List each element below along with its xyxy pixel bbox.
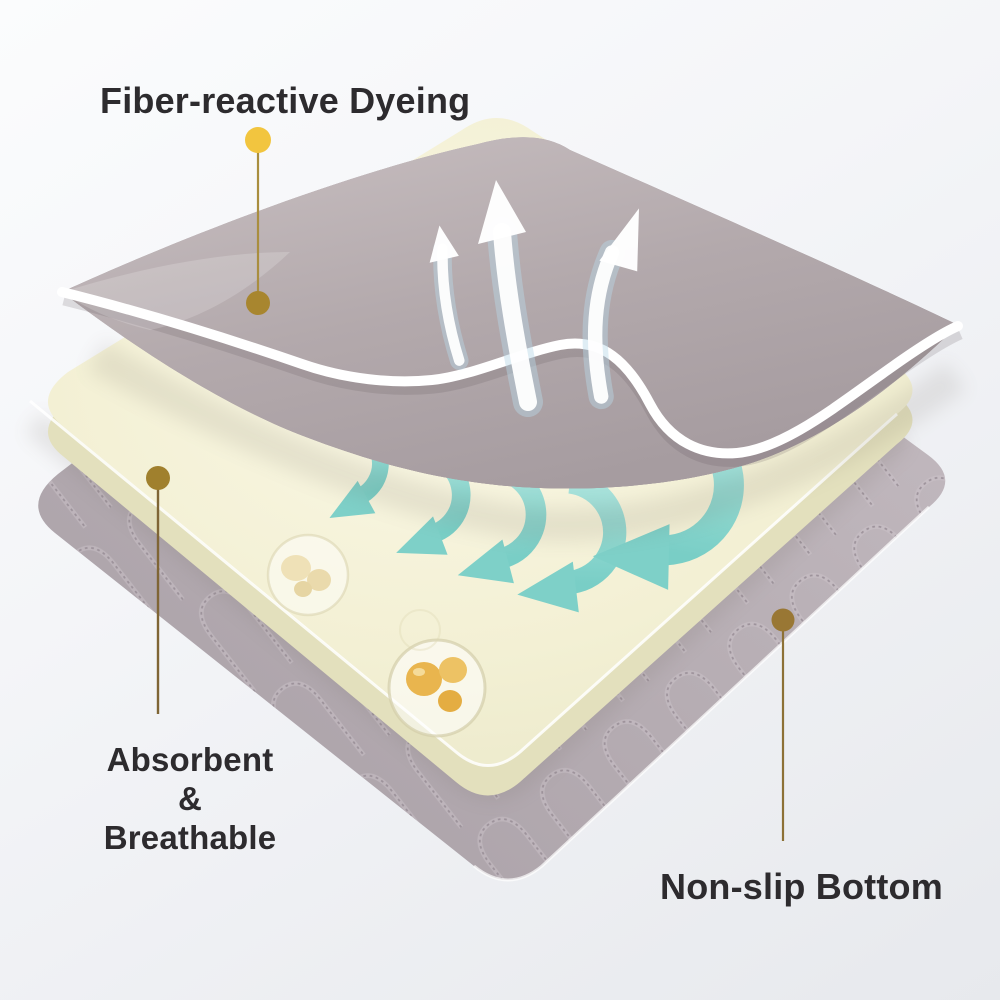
callout-anchor-dot <box>246 291 270 315</box>
label-absorbent-line3: Breathable <box>103 819 277 856</box>
label-absorbent-breathable: Absorbent & Breathable <box>55 740 325 857</box>
water-droplet-beads-icon <box>387 638 487 738</box>
callout-pin-dot <box>245 127 271 153</box>
up-arrow-icon <box>478 180 543 417</box>
faint-droplet-ring <box>399 609 441 651</box>
label-non-slip-bottom: Non-slip Bottom <box>660 866 943 907</box>
foam-edge-highlight <box>29 399 899 767</box>
up-arrow-icon <box>582 208 639 410</box>
callout-anchor-dot <box>771 608 795 632</box>
airflow-up-arrows <box>426 180 639 417</box>
water-droplet-beads-icon <box>266 533 350 617</box>
callout-absorbent-leader <box>146 466 170 714</box>
bottom-layer-edge-highlight <box>473 505 931 882</box>
label-absorbent-line1: Absorbent <box>106 741 274 778</box>
label-absorbent-line2: & <box>177 780 203 817</box>
callout-nonslip-leader <box>771 608 795 841</box>
callout-anchor-dot <box>146 466 170 490</box>
quilt-shadow <box>87 341 967 542</box>
callout-fiber-leader <box>245 127 271 315</box>
curled-corner-sheen <box>62 252 290 330</box>
label-fiber-reactive-dyeing: Fiber-reactive Dyeing <box>100 80 471 121</box>
